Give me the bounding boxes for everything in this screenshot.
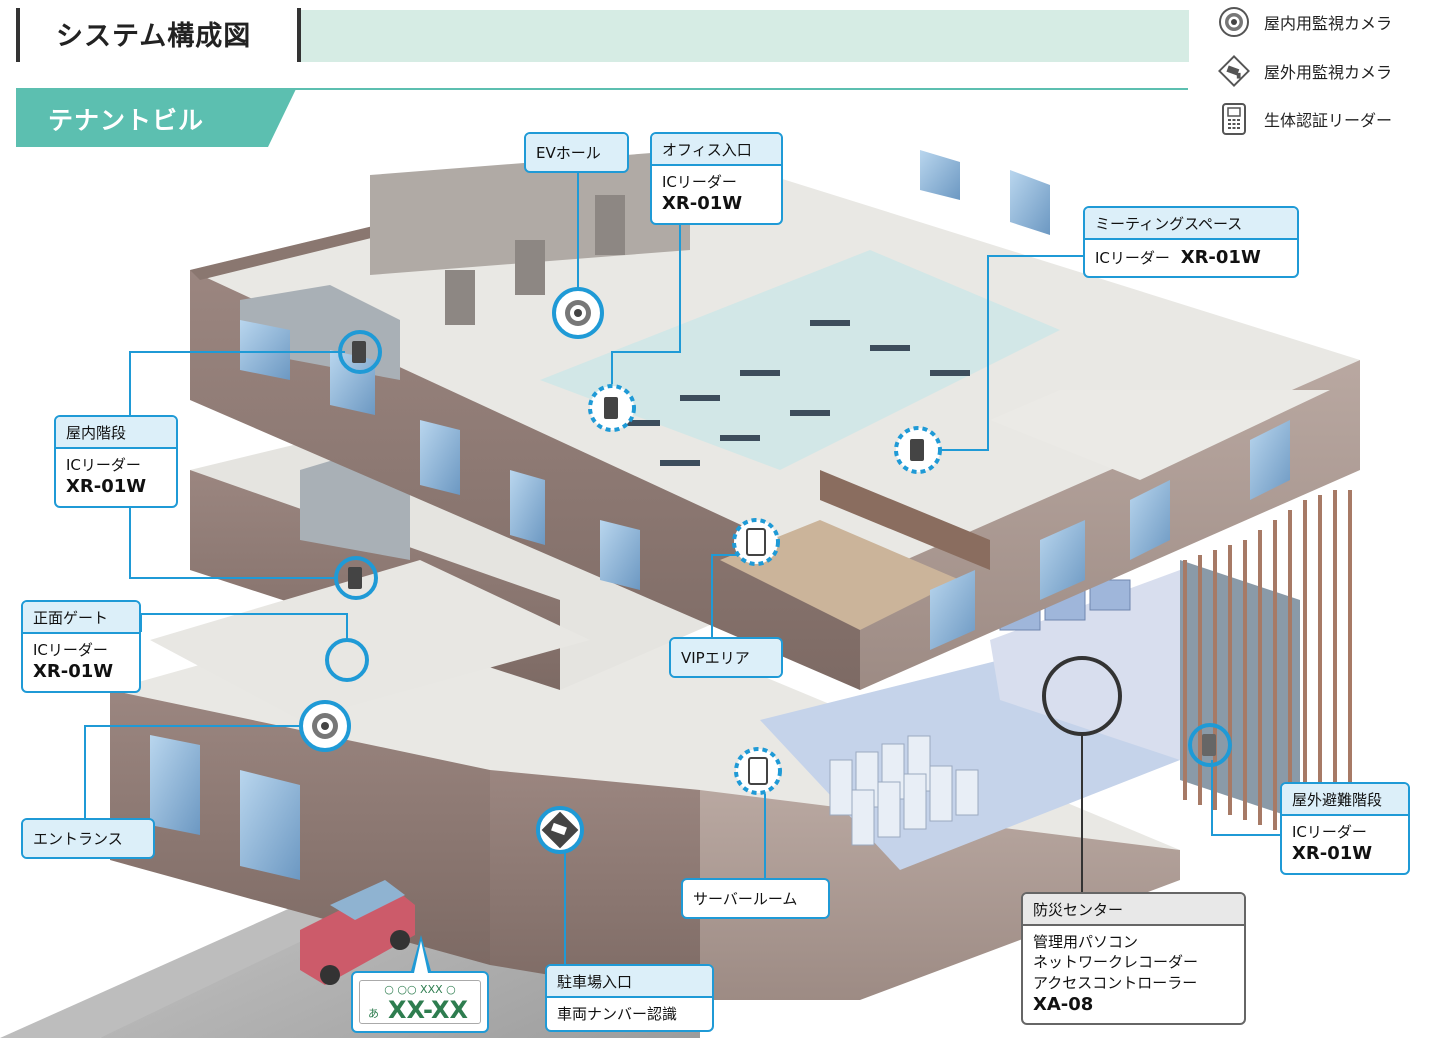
callout-title: エントランス xyxy=(23,820,153,857)
callout-device: ICリーダー xyxy=(1292,823,1367,841)
upper-wall-right xyxy=(860,360,1360,690)
callout-model: XA-08 xyxy=(1033,993,1094,1015)
callout-title: 屋内階段 xyxy=(56,417,176,449)
legend-item-outdoor-camera: 屋外用監視カメラ xyxy=(1218,55,1392,87)
plate-number: XX-XX xyxy=(388,996,469,1024)
callout-device: ICリーダー xyxy=(33,641,108,659)
ic-reader-marker-indoor-stairs-lower xyxy=(334,556,378,600)
meeting-floor xyxy=(990,390,1330,480)
callout-line: アクセスコントローラー xyxy=(1033,973,1198,992)
page-title: システム構成図 xyxy=(56,21,252,52)
callout-title: VIPエリア xyxy=(671,639,781,676)
server-racks xyxy=(829,735,979,846)
callout-vip-area: VIPエリア xyxy=(669,637,783,678)
callout-title: オフィス入口 xyxy=(652,134,781,166)
callout-device: ICリーダー xyxy=(662,173,737,191)
ic-reader-marker-outdoor-stairs xyxy=(1188,723,1232,767)
connector-lines xyxy=(84,168,1283,966)
biometric-marker-server xyxy=(734,747,782,795)
callout-title: EVホール xyxy=(526,134,627,171)
callout-model: XR-01W xyxy=(662,193,743,215)
office-floor xyxy=(540,250,1060,470)
callout-office-entrance: オフィス入口 ICリーダー XR-01W xyxy=(650,132,783,225)
callout-model: XR-01W xyxy=(1292,843,1373,865)
indoor-camera-marker-entrance xyxy=(299,700,351,752)
callout-device: ICリーダー xyxy=(66,456,141,474)
outdoor-camera-icon xyxy=(1218,55,1250,87)
ic-reader-marker-office xyxy=(588,384,636,432)
biometric-reader-icon xyxy=(1218,103,1250,135)
section-divider xyxy=(16,88,1188,90)
title-bar-right xyxy=(297,8,301,62)
callout-indoor-stairs: 屋内階段 ICリーダー XR-01W xyxy=(54,415,178,508)
vip-wall xyxy=(820,470,990,570)
callout-model: XR-01W xyxy=(33,661,114,683)
ic-reader-marker-indoor-stairs-upper xyxy=(338,330,382,374)
callout-outdoor-stairs: 屋外避難階段 ICリーダー XR-01W xyxy=(1280,782,1410,875)
lower-wall-right xyxy=(700,790,1180,1000)
callout-line: 管理用パソコン xyxy=(1033,933,1139,951)
ic-reader-marker-meeting xyxy=(894,426,942,474)
callout-title: 駐車場入口 xyxy=(547,966,712,998)
disaster-center-floor xyxy=(990,570,1180,760)
section-title: テナントビル xyxy=(48,106,205,135)
callout-device: ICリーダー xyxy=(1095,249,1170,267)
callout-title: 防災センター xyxy=(1023,894,1244,926)
callout-line: ネットワークレコーダー xyxy=(1033,953,1199,972)
callout-title: サーバールーム xyxy=(683,880,828,917)
window xyxy=(150,735,200,835)
callout-title: 正面ゲート xyxy=(23,602,139,634)
upper-windows xyxy=(240,150,1290,650)
plate-region: ○ ○○ XXX ○ xyxy=(384,983,456,996)
ic-reader-marker-front-gate xyxy=(325,638,369,682)
legend-label: 生体認証リーダー xyxy=(1264,111,1393,130)
callout-model: XR-01W xyxy=(66,476,147,498)
window xyxy=(240,770,300,880)
legend-item-indoor-camera: 屋内用監視カメラ xyxy=(1218,6,1392,38)
callout-front-gate: 正面ゲート ICリーダー XR-01W xyxy=(21,600,141,693)
indoor-camera-marker-ev xyxy=(552,287,604,339)
entrance-floor xyxy=(150,560,590,720)
title-bar-left xyxy=(16,8,20,62)
disaster-center-marker xyxy=(1042,656,1122,736)
title-band xyxy=(301,10,1189,62)
indoor-camera-icon xyxy=(1218,6,1250,38)
callout-parking: 駐車場入口 車両ナンバー認識 xyxy=(545,964,714,1033)
callout-meeting-space: ミーティングスペース ICリーダー XR-01W xyxy=(1083,206,1299,279)
callout-device: 車両ナンバー認識 xyxy=(557,1005,678,1023)
callout-title: ミーティングスペース xyxy=(1085,208,1297,240)
callout-model: XR-01W xyxy=(1180,247,1261,268)
callout-entrance: エントランス xyxy=(21,818,155,859)
car xyxy=(300,880,415,985)
callout-title: 屋外避難階段 xyxy=(1282,784,1408,816)
callout-disaster-center: 防災センター 管理用パソコン ネットワークレコーダー アクセスコントローラー X… xyxy=(1021,892,1246,1026)
callout-server-room: サーバールーム xyxy=(681,878,830,919)
plate-kana: あ xyxy=(368,1007,379,1020)
plate-pointer-inner xyxy=(414,941,428,973)
biometric-marker-vip xyxy=(732,518,780,566)
legend-label: 屋内用監視カメラ xyxy=(1264,14,1393,33)
callout-ev-hall: EVホール xyxy=(524,132,629,173)
desks xyxy=(620,320,970,466)
elevator-doors xyxy=(445,195,625,325)
legend-label: 屋外用監視カメラ xyxy=(1264,63,1393,82)
license-plate-callout: ○ ○○ XXX ○ あ XX-XX xyxy=(351,971,489,1033)
vip-floor xyxy=(720,520,960,630)
section-tab: テナントビル xyxy=(16,89,296,147)
license-plate: ○ ○○ XXX ○ あ XX-XX xyxy=(359,980,481,1024)
legend-item-biometric-reader: 生体認証リーダー xyxy=(1218,103,1392,135)
outdoor-camera-marker-parking xyxy=(536,806,584,854)
